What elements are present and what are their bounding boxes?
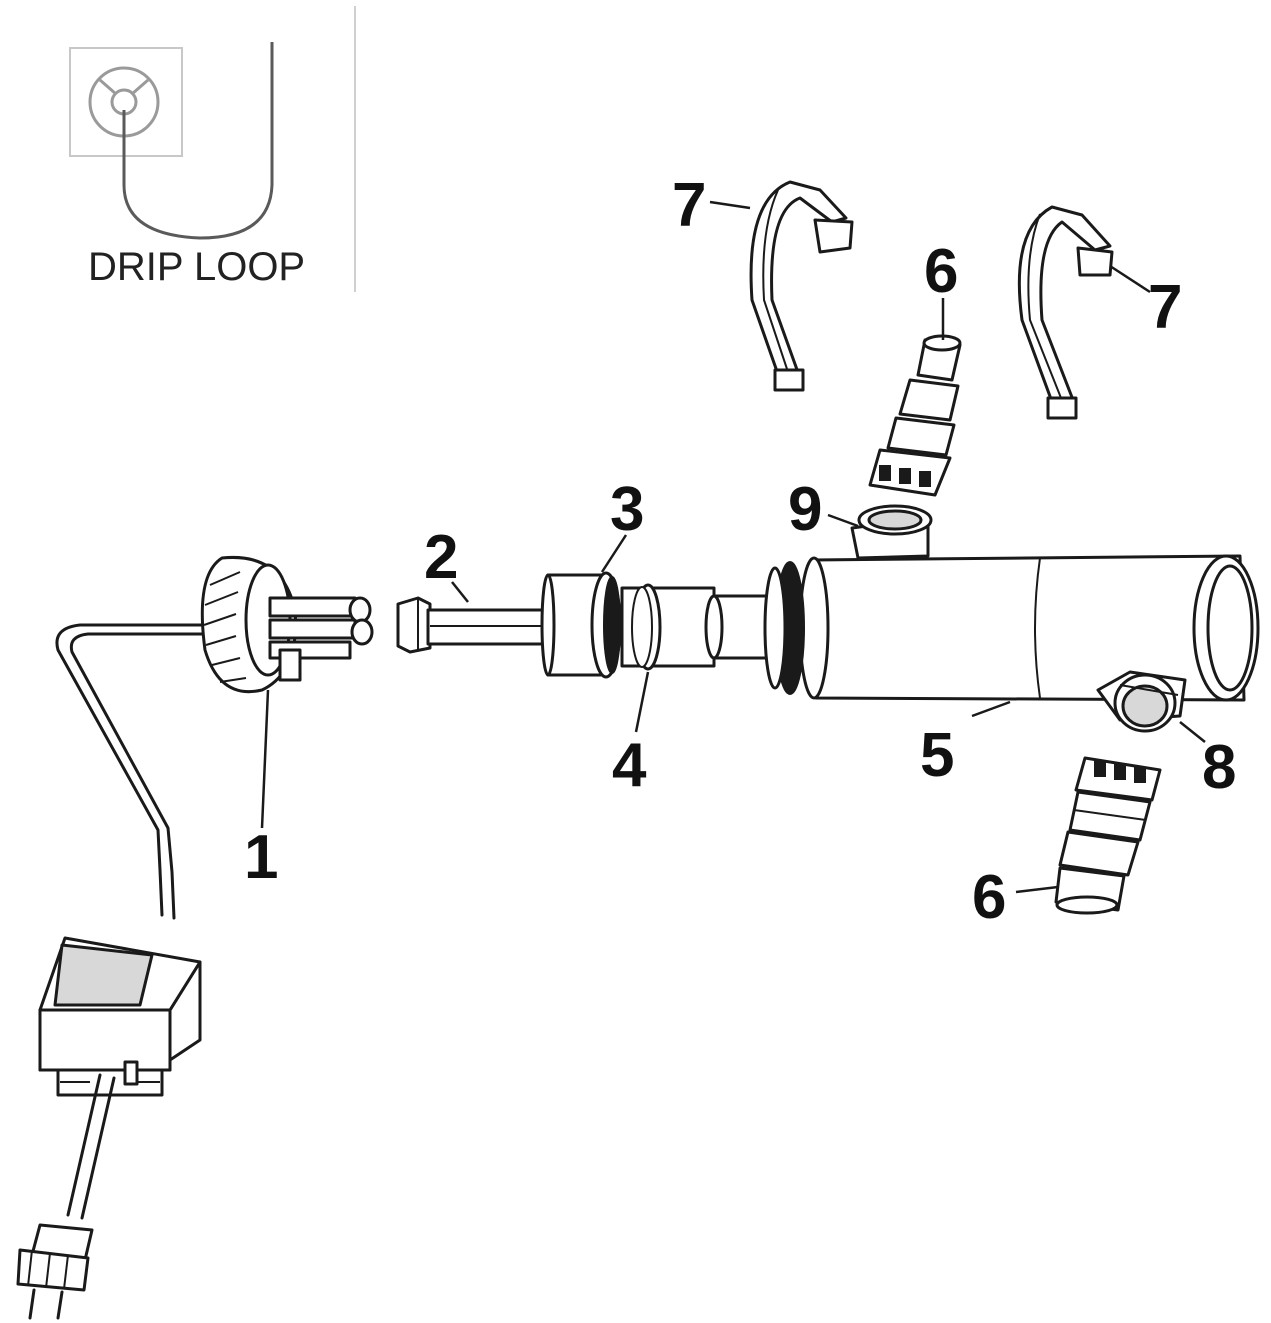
part-3-retaining-nut	[540, 571, 622, 679]
callout-8: 8	[1202, 733, 1236, 802]
power-plug-icon	[16, 1223, 94, 1320]
part-6-hose-connector-bottom	[1054, 756, 1162, 915]
leader-lines	[260, 200, 1206, 894]
part-1-lamp-holder	[200, 555, 374, 694]
callout-1: 1	[244, 823, 278, 892]
callout-7-right: 7	[1148, 273, 1182, 342]
part-2-uv-lamp	[396, 596, 555, 654]
callout-7-left: 7	[672, 171, 706, 240]
part-6-hose-connector-top	[868, 334, 962, 497]
transformer-box	[38, 936, 202, 1097]
callout-6-top: 6	[924, 237, 958, 306]
callout-9: 9	[788, 475, 822, 544]
power-cable	[55, 623, 212, 920]
part-7-mounting-clip-right	[1017, 205, 1114, 420]
callout-3: 3	[610, 475, 644, 544]
plug-cable	[66, 1073, 116, 1220]
part-5-housing	[763, 504, 1260, 733]
drip-loop-cable	[122, 42, 274, 240]
callout-2: 2	[424, 523, 458, 592]
callout-4: 4	[612, 731, 647, 800]
part-4-o-ring-sleeve	[620, 583, 776, 671]
callout-5: 5	[920, 721, 954, 790]
drip-loop-caption: DRIP LOOP	[88, 245, 305, 289]
callout-6-bottom: 6	[972, 863, 1006, 932]
part-7-mounting-clip-left	[749, 180, 854, 392]
drip-loop-inset: DRIP LOOP	[69, 6, 356, 292]
